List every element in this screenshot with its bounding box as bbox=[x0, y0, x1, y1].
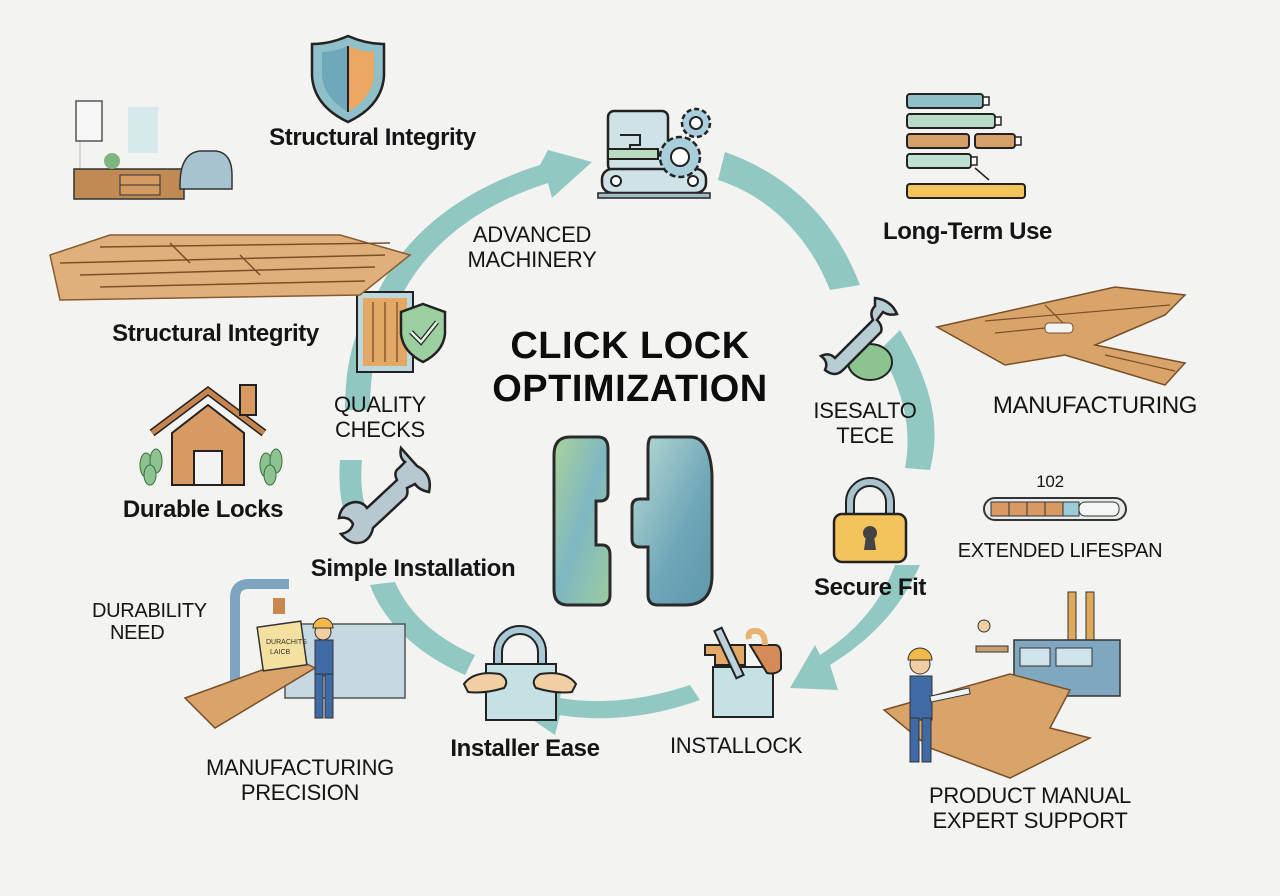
click-lock-pieces-icon bbox=[552, 435, 714, 607]
planks-stack-icon bbox=[906, 93, 1026, 199]
manufacturing-label: MANUFACTURING bbox=[992, 392, 1198, 419]
wrench-glue-label: ISESALTO TECE bbox=[800, 398, 930, 449]
label-line-2: EXPERT SUPPORT bbox=[932, 808, 1128, 834]
house-icon bbox=[139, 384, 283, 486]
wrench-icon bbox=[337, 445, 431, 545]
shield-icon bbox=[310, 34, 386, 124]
simple-installation-label: Simple Installation bbox=[310, 555, 516, 582]
panel-shield-check-icon bbox=[356, 291, 447, 373]
label-line-2: MACHINERY bbox=[467, 247, 597, 273]
sign-text-1: DURACHITS bbox=[266, 639, 307, 646]
padlock-icon bbox=[832, 477, 908, 564]
lifespan-value: 102 bbox=[1036, 472, 1064, 491]
manufacturing-precision-label: MANUFACTURING PRECISION bbox=[190, 755, 410, 806]
installer-ease-label: Installer Ease bbox=[450, 735, 600, 762]
label-line-2: CHECKS bbox=[335, 417, 425, 443]
structural-integrity-living-label: Structural Integrity bbox=[112, 320, 319, 347]
wrench-glue-icon bbox=[818, 296, 899, 381]
install-tool-icon bbox=[704, 626, 782, 718]
durable-locks-label: Durable Locks bbox=[122, 496, 284, 523]
label-line-1: ADVANCED bbox=[472, 222, 592, 247]
product-manual-label: PRODUCT MANUAL EXPERT SUPPORT bbox=[900, 783, 1160, 834]
label-line-1: PRODUCT MANUAL bbox=[929, 783, 1131, 808]
label-line-2: PRECISION bbox=[240, 780, 360, 806]
lifespan-progress-bar bbox=[983, 497, 1127, 521]
factory-worker-illustration bbox=[882, 591, 1121, 779]
label-line-1: ISESALTO bbox=[813, 398, 917, 423]
title-line-1: CLICK LOCK bbox=[510, 325, 750, 367]
label-line-2: NEED bbox=[110, 622, 165, 644]
label-line-2: TECE bbox=[836, 423, 894, 449]
durability-need-label: DURABILITY NEED bbox=[92, 600, 222, 644]
label-line-1: QUALITY bbox=[333, 392, 427, 417]
installock-label: INSTALLOCK bbox=[670, 733, 803, 758]
extended-lifespan-label: EXTENDED LIFESPAN bbox=[957, 540, 1163, 562]
quality-checks-label: QUALITY CHECKS bbox=[315, 392, 445, 443]
structural-integrity-top-label: Structural Integrity bbox=[269, 124, 476, 151]
floor-panels-illustration bbox=[934, 286, 1187, 386]
secure-fit-label: Secure Fit bbox=[813, 574, 927, 601]
factory-plank-worker-illustration: DURACHITS LAICB bbox=[183, 579, 406, 729]
title-line-2: OPTIMIZATION bbox=[492, 367, 768, 410]
label-line-1: MANUFACTURING bbox=[206, 755, 394, 780]
living-room-floor-illustration bbox=[49, 100, 412, 301]
long-term-use-label: Long-Term Use bbox=[882, 218, 1053, 245]
page-title: CLICK LOCK OPTIMIZATION bbox=[470, 325, 790, 410]
advanced-machinery-label: ADVANCED MACHINERY bbox=[462, 222, 602, 273]
machine-gears-icon bbox=[597, 107, 712, 199]
label-line-1: DURABILITY bbox=[92, 600, 207, 622]
hands-lock-icon bbox=[462, 625, 578, 721]
sign-text-2: LAICB bbox=[270, 649, 291, 656]
